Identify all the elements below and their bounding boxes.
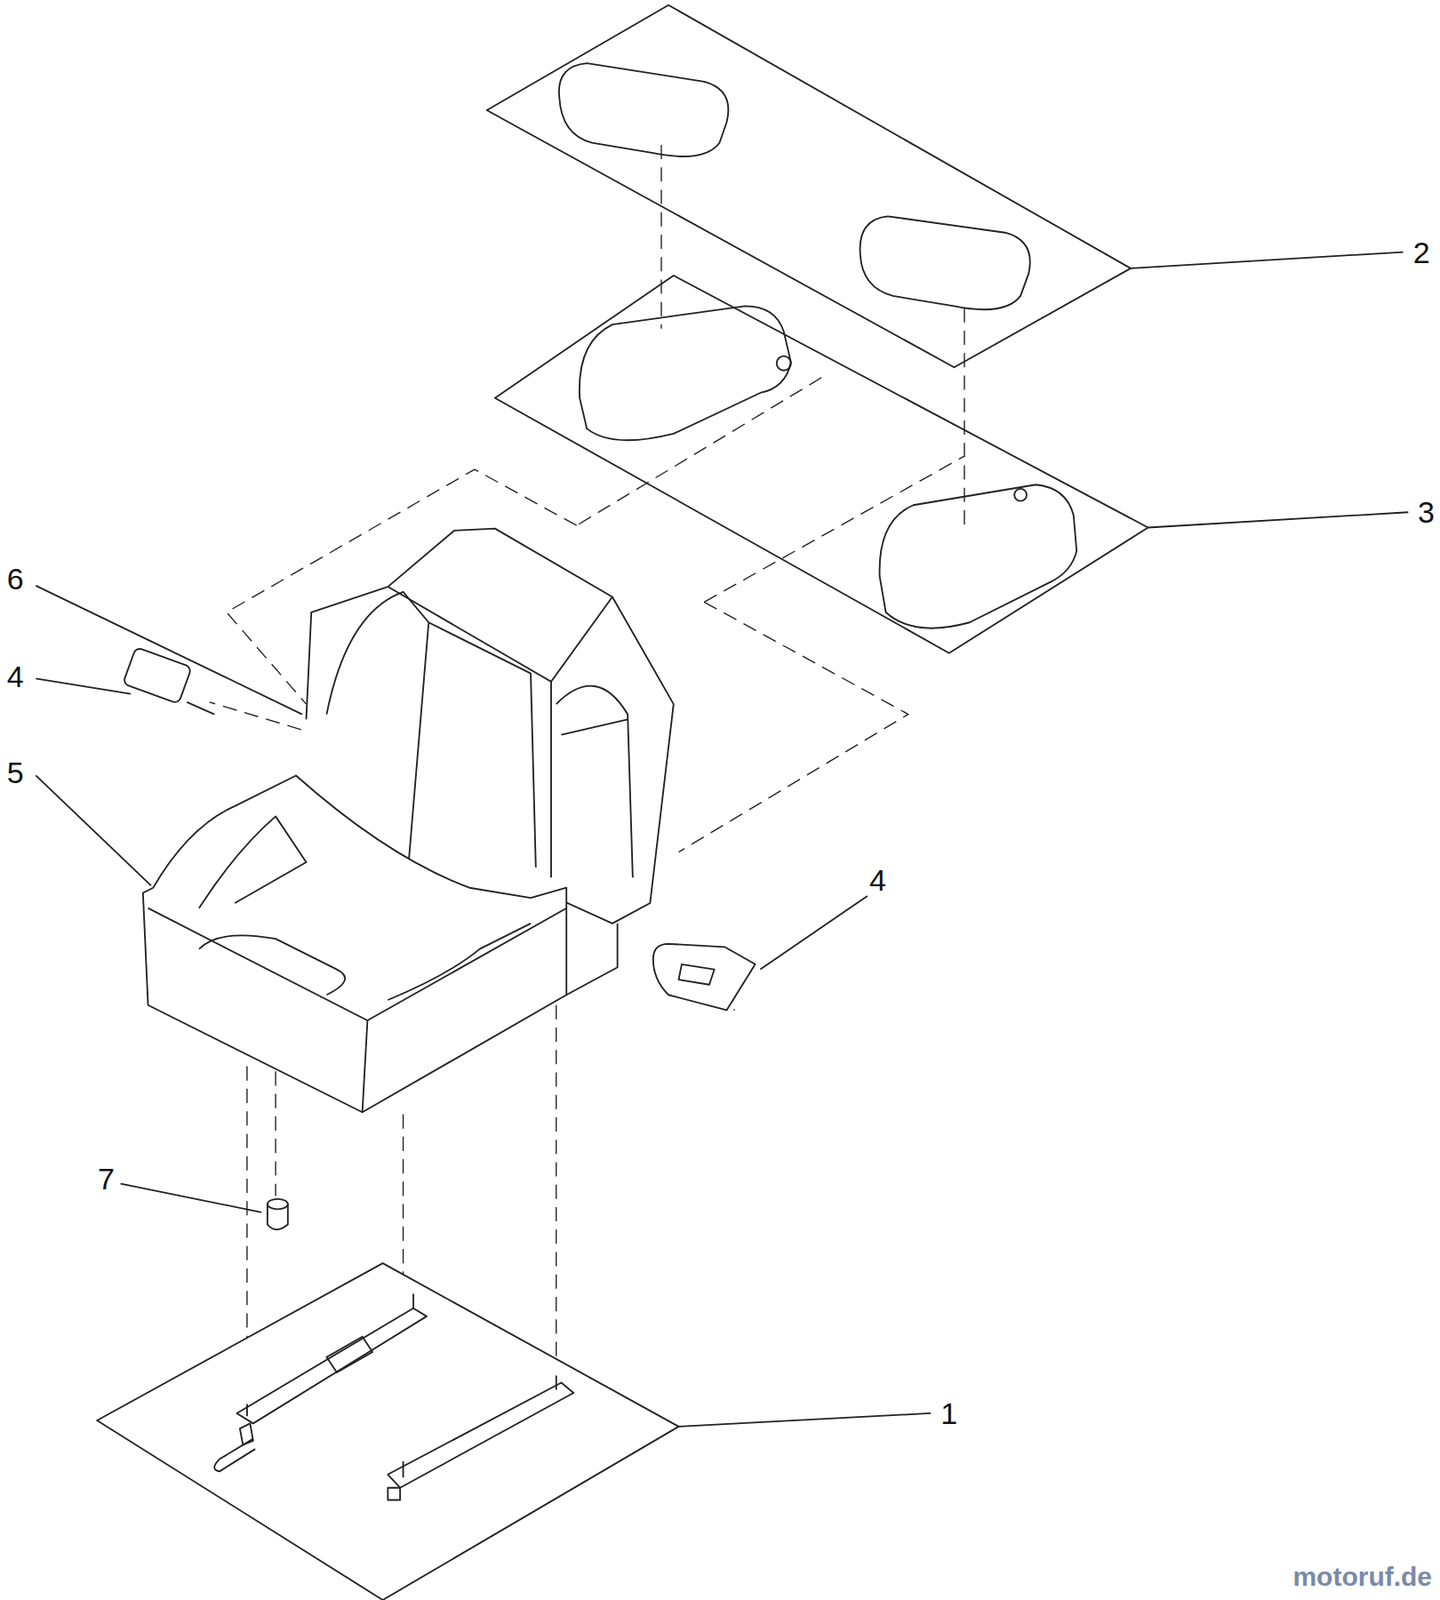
callout-number: 3 [1417, 496, 1435, 528]
callout-number: 7 [97, 1163, 115, 1194]
callout-number: 4 [7, 661, 24, 692]
callout-number: 4 [869, 864, 887, 896]
callout-number: 6 [7, 563, 24, 594]
watermark: motoruf.de [1292, 1563, 1432, 1591]
callout-number: 5 [7, 757, 24, 788]
callout-number: 1 [940, 1398, 958, 1429]
callout-number: 2 [1413, 237, 1431, 268]
